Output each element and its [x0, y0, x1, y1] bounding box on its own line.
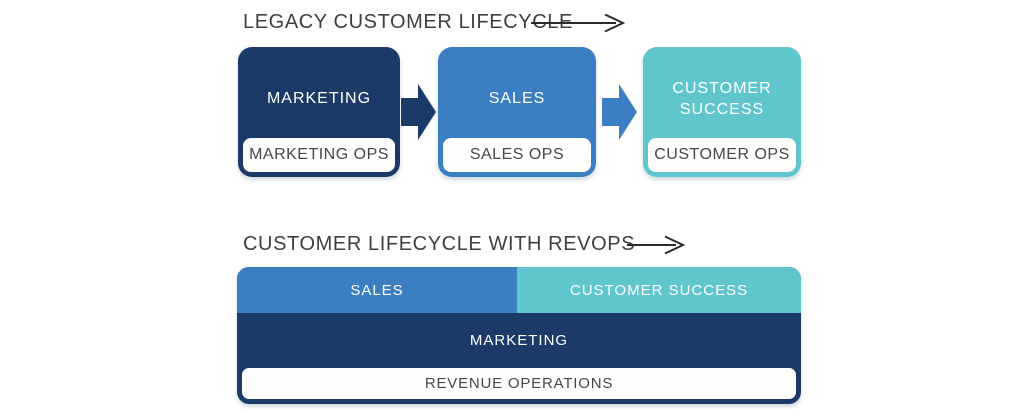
right-arrow-icon	[626, 234, 686, 261]
revops-sales-segment: SALES	[237, 267, 517, 313]
revops-container: SALES CUSTOMER SUCCESS MARKETING REVENUE…	[237, 267, 801, 404]
stage-box-sales: SALES SALES OPS	[438, 47, 596, 177]
revops-revenue-operations-row: REVENUE OPERATIONS	[242, 368, 796, 399]
stage-label: MARKETING	[266, 90, 372, 108]
stage-label: SALES	[488, 90, 546, 108]
block-arrow-icon	[602, 84, 637, 140]
revops-top-row: SALES CUSTOMER SUCCESS	[237, 267, 801, 313]
stage-box-customer-success: CUSTOMER SUCCESS CUSTOMER OPS	[643, 47, 801, 177]
revops-section-title: CUSTOMER LIFECYCLE WITH REVOPS	[243, 233, 636, 255]
revops-marketing-row: MARKETING	[469, 332, 569, 349]
ops-panel: MARKETING OPS	[243, 138, 395, 172]
ops-panel: SALES OPS	[443, 138, 591, 172]
legacy-section-title: LEGACY CUSTOMER LIFECYCLE	[243, 11, 573, 33]
revops-customer-success-segment: CUSTOMER SUCCESS	[517, 267, 801, 313]
stage-label: CUSTOMER SUCCESS	[672, 79, 772, 118]
ops-panel: CUSTOMER OPS	[648, 138, 796, 172]
block-arrow-icon	[401, 84, 436, 140]
stage-box-marketing: MARKETING MARKETING OPS	[238, 47, 400, 177]
right-arrow-icon	[530, 12, 626, 39]
